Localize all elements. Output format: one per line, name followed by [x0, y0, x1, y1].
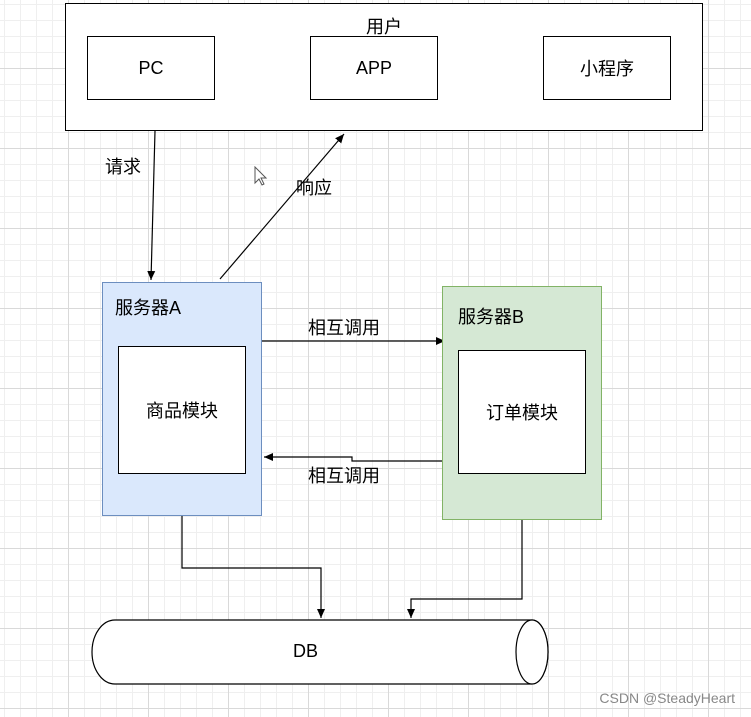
- server-b-to-db-arrow: [407, 520, 523, 618]
- client-app: APP: [310, 36, 438, 100]
- response-label: 响应: [296, 178, 332, 198]
- watermark: CSDN @SteadyHeart: [599, 690, 735, 706]
- module-orders: 订单模块: [458, 350, 586, 474]
- request-label: 请求: [105, 157, 141, 177]
- mouse-cursor-icon: [254, 166, 268, 186]
- server-a-to-db-arrow: [181, 516, 325, 618]
- client-pc-label: PC: [138, 57, 164, 78]
- call-b-to-a-arrow: [264, 453, 442, 462]
- db-label: DB: [293, 641, 319, 661]
- module-orders-label: 订单模块: [486, 403, 558, 423]
- server-a: 服务器A 商品模块: [102, 282, 262, 516]
- server-b-title: 服务器B: [458, 307, 525, 327]
- call-b-to-a-label: 相互调用: [308, 466, 380, 486]
- client-miniprogram-label: 小程序: [580, 59, 634, 79]
- request-arrow: [147, 130, 156, 281]
- users-title: 用户: [366, 17, 402, 37]
- client-pc: PC: [87, 36, 215, 100]
- server-b: 服务器B 订单模块: [442, 286, 602, 520]
- call-a-to-b-label: 相互调用: [308, 318, 380, 338]
- users-container: 用户 PC APP 小程序: [65, 3, 703, 131]
- module-goods-label: 商品模块: [146, 401, 218, 421]
- module-goods: 商品模块: [118, 346, 246, 474]
- client-miniprogram: 小程序: [543, 36, 671, 100]
- response-arrow: [219, 133, 345, 280]
- client-app-label: APP: [355, 57, 393, 78]
- server-a-title: 服务器A: [115, 298, 182, 318]
